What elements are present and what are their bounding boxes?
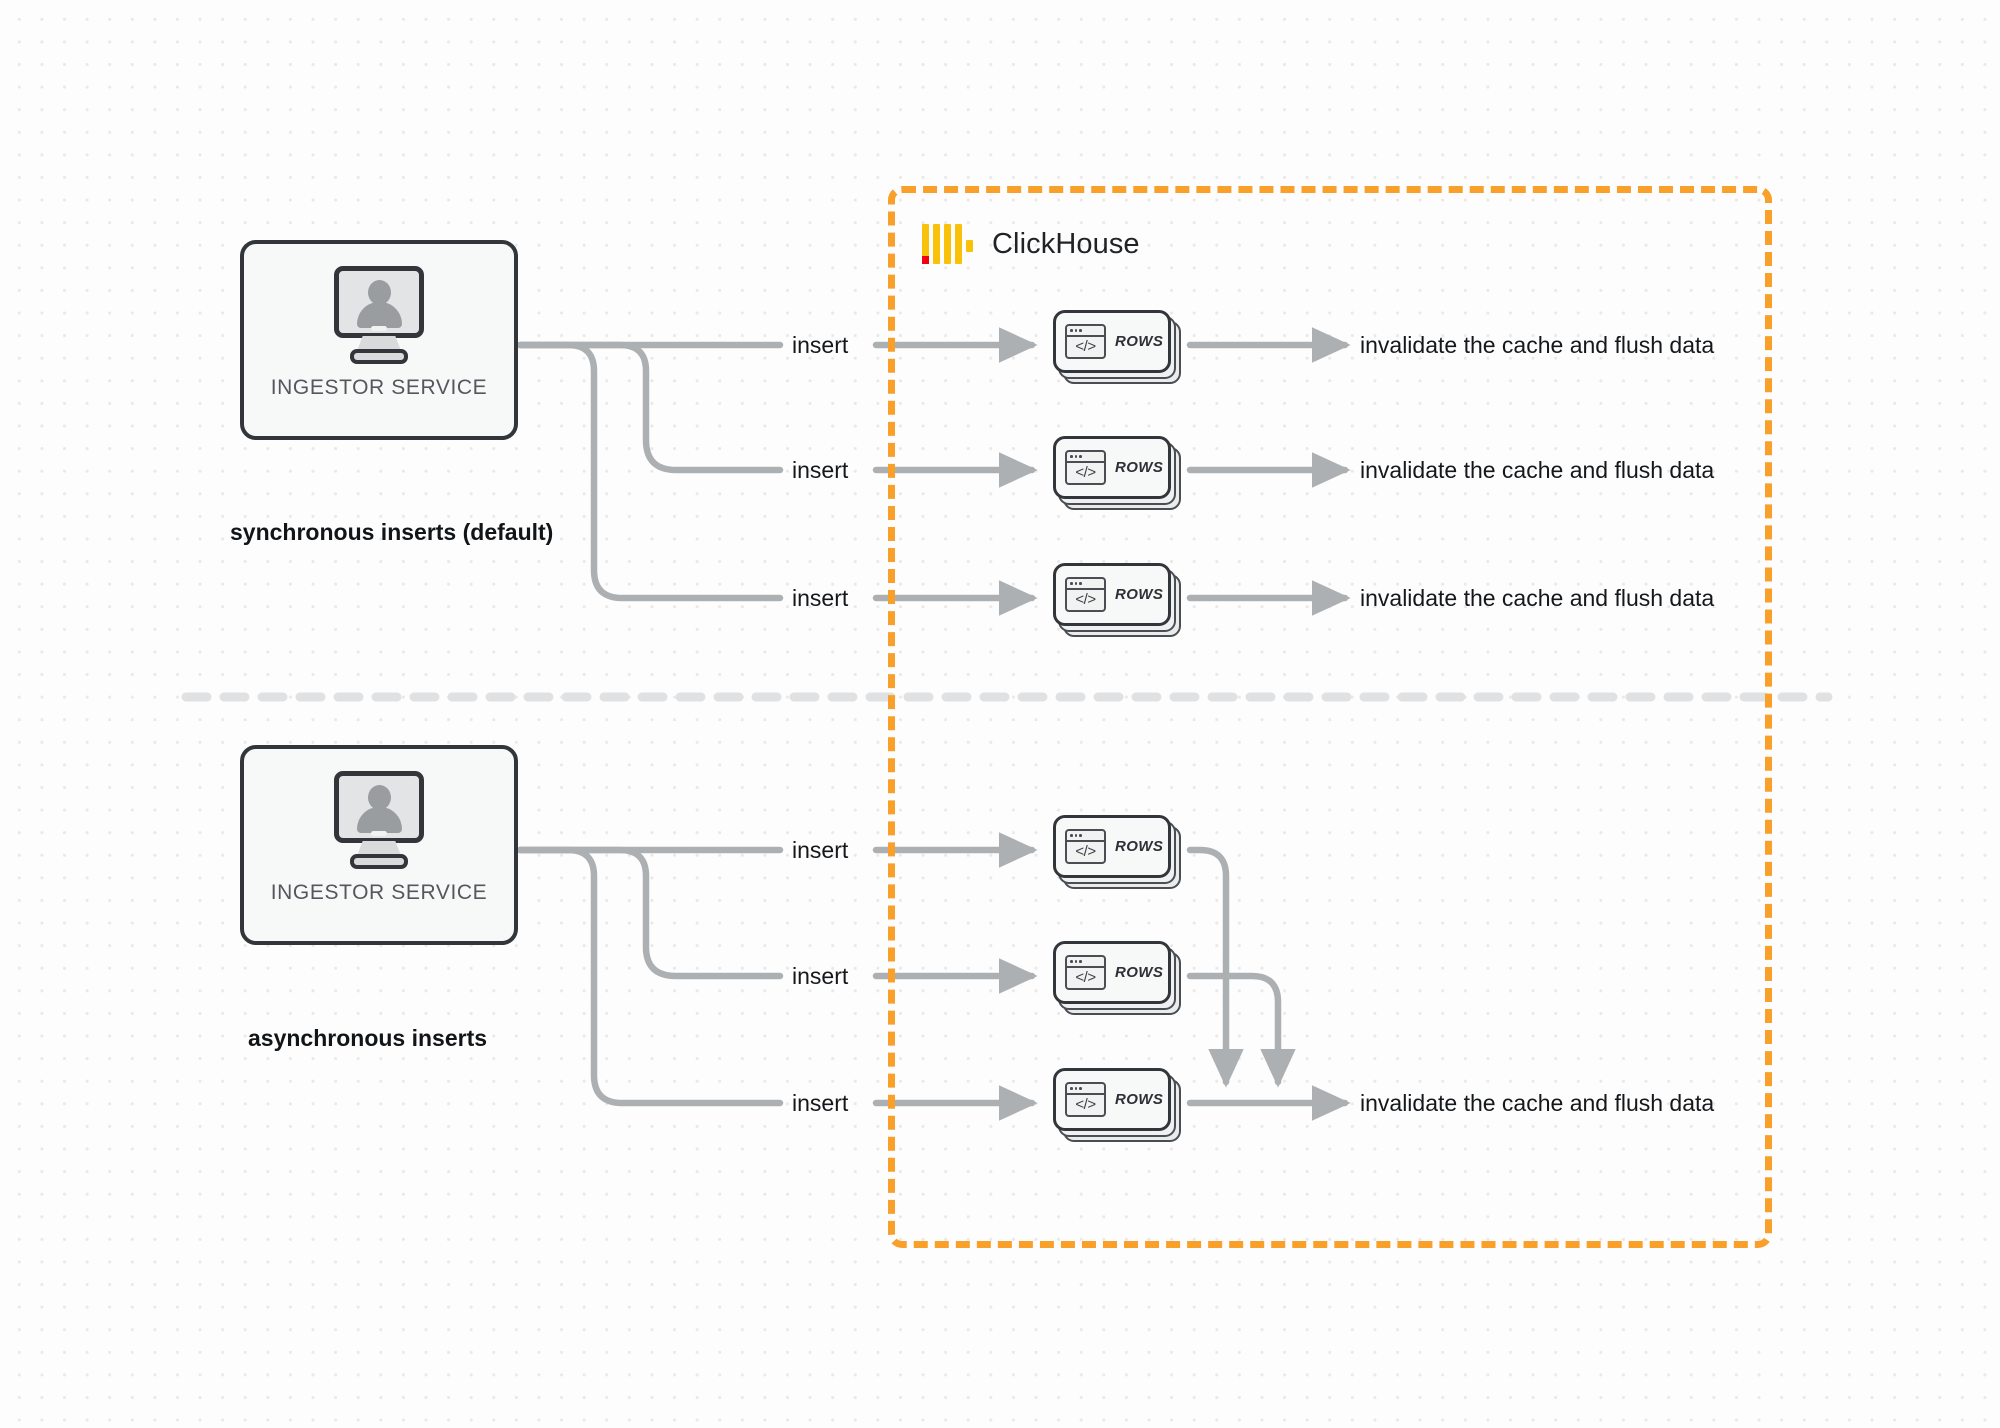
ingestor-service-sync[interactable]: INGESTOR SERVICE (240, 240, 518, 440)
code-glyph: </> (1075, 968, 1096, 986)
result-label-async-merged: invalidate the cache and flush data (1360, 1090, 1715, 1116)
insert-label-sync-1: insert (792, 332, 849, 358)
ingestor-service-label-sync: INGESTOR SERVICE (270, 376, 488, 399)
wire-async-branch-3 (516, 846, 784, 1107)
code-window-icon: </> (1065, 829, 1106, 864)
clickhouse-logo-icon (922, 224, 973, 264)
result-label-sync-2: invalidate the cache and flush data (1360, 457, 1715, 483)
ingestor-service-label-async: INGESTOR SERVICE (270, 881, 488, 904)
section-label-async: asynchronous inserts (248, 1025, 488, 1051)
rows-card-sync-1[interactable]: </> ROWS (1053, 310, 1181, 384)
code-window-icon: </> (1065, 577, 1106, 612)
result-label-sync-3: invalidate the cache and flush data (1360, 585, 1715, 611)
code-glyph: </> (1075, 337, 1096, 355)
rows-card-label: ROWS (1115, 964, 1164, 981)
rows-card-sync-3[interactable]: </> ROWS (1053, 563, 1181, 637)
code-window-icon: </> (1065, 955, 1106, 990)
code-glyph: </> (1075, 590, 1096, 608)
rows-card-async-2[interactable]: </> ROWS (1053, 941, 1181, 1015)
wire-sync-branch-3 (516, 341, 784, 602)
clickhouse-wordmark: ClickHouse (992, 227, 1140, 260)
insert-label-sync-3: insert (792, 585, 849, 611)
rows-card-async-3[interactable]: </> ROWS (1053, 1068, 1181, 1142)
rows-card-label: ROWS (1115, 459, 1164, 476)
insert-label-async-2: insert (792, 963, 849, 989)
code-glyph: </> (1075, 842, 1096, 860)
rows-card-label: ROWS (1115, 838, 1164, 855)
clickhouse-brand: ClickHouse (922, 222, 1140, 266)
code-window-icon: </> (1065, 1082, 1106, 1117)
insert-label-async-3: insert (792, 1090, 849, 1116)
monitor-user-icon (326, 771, 432, 869)
rows-card-label: ROWS (1115, 586, 1164, 603)
wire-async-branch-2 (516, 846, 784, 980)
ingestor-service-async[interactable]: INGESTOR SERVICE (240, 745, 518, 945)
code-window-icon: </> (1065, 324, 1106, 359)
insert-label-sync-2: insert (792, 457, 849, 483)
insert-label-async-1: insert (792, 837, 849, 863)
rows-card-sync-2[interactable]: </> ROWS (1053, 436, 1181, 510)
clickhouse-boundary (888, 186, 1772, 1248)
rows-card-label: ROWS (1115, 1091, 1164, 1108)
code-glyph: </> (1075, 1095, 1096, 1113)
code-glyph: </> (1075, 463, 1096, 481)
wire-sync-branch-2 (516, 341, 784, 474)
rows-card-label: ROWS (1115, 333, 1164, 350)
result-label-sync-1: invalidate the cache and flush data (1360, 332, 1715, 358)
code-window-icon: </> (1065, 450, 1106, 485)
monitor-user-icon (326, 266, 432, 364)
rows-card-async-1[interactable]: </> ROWS (1053, 815, 1181, 889)
section-label-sync: synchronous inserts (default) (230, 519, 554, 545)
